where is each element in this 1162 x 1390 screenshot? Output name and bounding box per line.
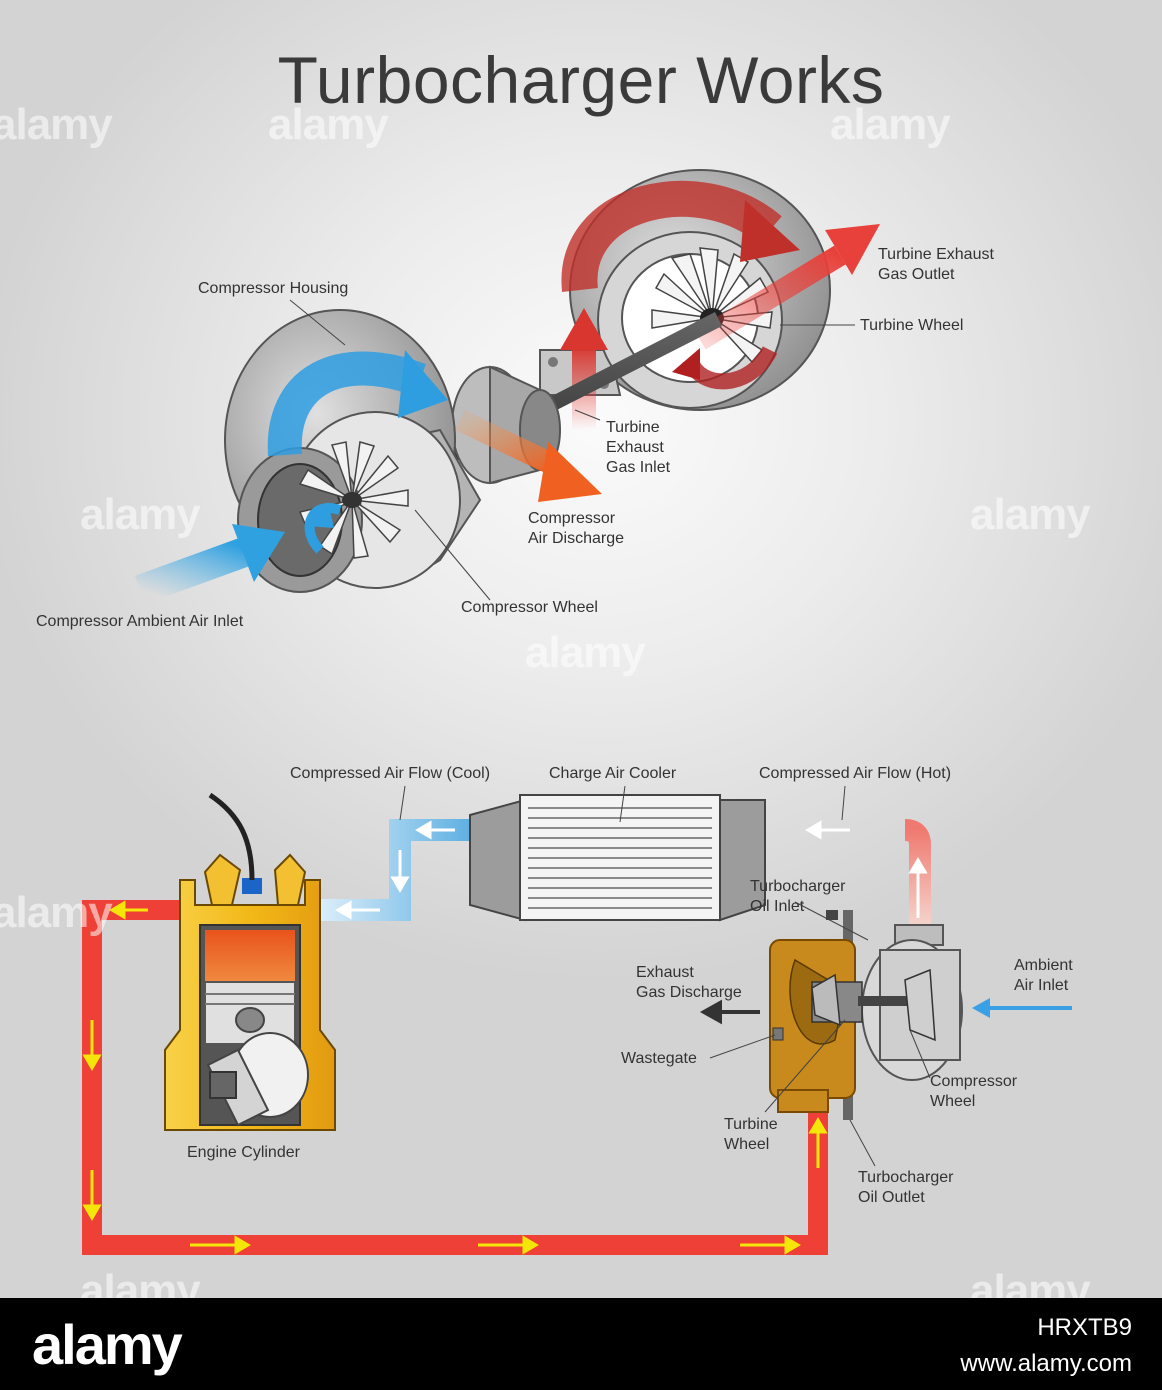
label-exhaust-gas-discharge-line1: Exhaust bbox=[636, 964, 694, 981]
compressor-inner-swirl-head bbox=[306, 502, 334, 528]
label-turbocharger-oil-outlet-line2: Oil Outlet bbox=[858, 1189, 925, 1206]
label-turbocharger-oil-inlet-line2: Oil Inlet bbox=[750, 898, 805, 915]
exhaust-flow-arrows bbox=[82, 900, 828, 1255]
lower-leader-lines bbox=[399, 785, 931, 1167]
label-ambient-air-inlet-line1: Ambient bbox=[1014, 957, 1073, 974]
label-engine-cylinder: Engine Cylinder bbox=[187, 1144, 300, 1161]
upper-leader-lines bbox=[289, 299, 855, 601]
label-turbocharger-oil-inlet-line1: Turbocharger bbox=[750, 878, 846, 895]
turbine-swirl-arrow bbox=[561, 180, 782, 292]
exhaust-outlet-arrow bbox=[694, 245, 846, 350]
label-charge-air-cooler: Charge Air Cooler bbox=[549, 765, 677, 782]
watermark: alamy bbox=[0, 100, 113, 149]
label-compressor-wheel-lower-line1: Compressor bbox=[930, 1073, 1018, 1090]
label-turbine-exhaust-gas-inlet-line2: Exhaust bbox=[606, 439, 664, 456]
watermark: alamy bbox=[525, 628, 646, 677]
label-compressor-ambient-air-inlet: Compressor Ambient Air Inlet bbox=[36, 613, 244, 630]
footer-logo: alamy bbox=[32, 1313, 183, 1376]
label-turbine-exhaust-gas-inlet-line3: Gas Inlet bbox=[606, 459, 671, 476]
label-compressor-wheel: Compressor Wheel bbox=[461, 599, 598, 616]
compressor-discharge-arrow bbox=[455, 410, 565, 478]
exhaust-outlet-arrow-head bbox=[825, 224, 880, 275]
label-ambient-air-inlet-line2: Air Inlet bbox=[1014, 977, 1069, 994]
label-compressor-housing: Compressor Housing bbox=[198, 280, 349, 297]
compressor-discharge-arrow-head bbox=[538, 442, 602, 502]
compressor-swirl-arrow bbox=[267, 351, 426, 457]
turbine-inner-swirl-head bbox=[672, 348, 700, 380]
cool-air-pipe bbox=[320, 819, 470, 921]
footer-bar: alamy HRXTB9 www.alamy.com bbox=[0, 1298, 1162, 1390]
watermark: alamy bbox=[80, 490, 201, 539]
footer-image-id: HRXTB9 bbox=[1037, 1314, 1132, 1341]
label-compressor-air-discharge-line1: Compressor bbox=[528, 510, 616, 527]
label-turbine-exhaust-gas-outlet-line2: Gas Outlet bbox=[878, 266, 955, 283]
watermark: alamy bbox=[0, 888, 113, 937]
label-turbine-wheel-lower-line2: Wheel bbox=[724, 1136, 770, 1153]
label-compressor-air-discharge-line2: Air Discharge bbox=[528, 530, 625, 547]
label-turbine-wheel-lower-line1: Turbine bbox=[724, 1116, 778, 1133]
label-compressor-wheel-lower-line2: Wheel bbox=[930, 1093, 976, 1110]
watermark: alamy bbox=[268, 100, 389, 149]
ambient-air-inlet-arrow bbox=[972, 998, 1072, 1018]
watermark: alamy bbox=[970, 490, 1091, 539]
label-turbine-exhaust-gas-inlet-line1: Turbine bbox=[606, 419, 660, 436]
label-compressed-air-flow-hot: Compressed Air Flow (Hot) bbox=[759, 765, 952, 782]
cooler-fins bbox=[528, 807, 712, 909]
label-wastegate: Wastegate bbox=[621, 1050, 697, 1067]
ambient-inlet-arrow bbox=[134, 535, 256, 605]
exhaust-discharge-arrow bbox=[699, 999, 760, 1025]
exhaust-inlet-arrow-head bbox=[560, 308, 608, 350]
page-title: Turbocharger Works bbox=[277, 43, 885, 117]
hot-air-flow-arrows bbox=[805, 820, 928, 918]
compressor-inner-swirl bbox=[304, 503, 342, 554]
label-turbocharger-oil-outlet-line1: Turbocharger bbox=[858, 1169, 954, 1186]
lower-turbocharger bbox=[769, 910, 963, 1120]
watermark: alamy bbox=[830, 100, 951, 149]
label-turbine-exhaust-gas-outlet-line1: Turbine Exhaust bbox=[878, 246, 994, 263]
turbine-swirl-arrow-head bbox=[740, 200, 800, 262]
label-exhaust-gas-discharge-line2: Gas Discharge bbox=[636, 984, 742, 1001]
hot-air-pipe-bend bbox=[904, 819, 931, 930]
cool-air-flow-arrows bbox=[335, 820, 455, 920]
engine-cylinder bbox=[164, 792, 336, 1131]
label-compressed-air-flow-cool: Compressed Air Flow (Cool) bbox=[290, 765, 491, 782]
label-turbine-wheel: Turbine Wheel bbox=[860, 317, 964, 334]
compressor-swirl-arrow-head bbox=[398, 350, 448, 418]
footer-url: www.alamy.com bbox=[960, 1350, 1132, 1377]
ambient-inlet-arrow-head bbox=[232, 524, 285, 582]
turbocharger-diagram bbox=[82, 169, 1072, 1255]
